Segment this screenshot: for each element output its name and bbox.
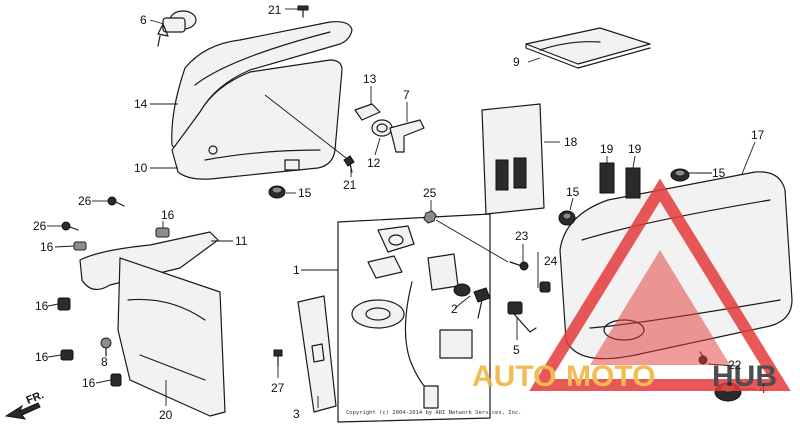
callout-27: 27	[271, 381, 285, 395]
callout-20: 20	[159, 408, 173, 422]
callout-8: 8	[101, 355, 108, 369]
callout-21-mid: 21	[343, 178, 357, 192]
watermark-text-moto: MOTO	[566, 360, 655, 393]
callout-25: 25	[423, 186, 437, 200]
callout-19-left: 19	[600, 142, 614, 156]
callout-16-left: 16	[40, 240, 54, 254]
callout-23: 23	[515, 229, 529, 243]
callout-15-right: 15	[712, 166, 726, 180]
callout-17: 17	[751, 128, 765, 142]
part-2-key	[473, 287, 491, 319]
callout-7: 7	[403, 88, 410, 102]
part-21-screw-top	[297, 5, 309, 18]
part-16-grommet-d	[60, 349, 74, 361]
part-13-grommet	[354, 103, 381, 121]
callout-19-right: 19	[628, 142, 642, 156]
part-26-bolt-a	[107, 196, 125, 207]
callout-12: 12	[367, 156, 381, 170]
watermark-logo: AUTO MOTO HUB	[472, 178, 791, 393]
callout-16-mid: 16	[35, 299, 49, 313]
part-8-bushing	[100, 337, 112, 357]
callout-13: 13	[363, 72, 377, 86]
part-3-cover-plate	[297, 295, 337, 413]
part-26-bolt-b	[61, 221, 79, 231]
callout-16-bottom: 16	[82, 376, 96, 390]
part-12-collar	[371, 119, 393, 137]
callout-3: 3	[293, 407, 300, 421]
callout-1: 1	[293, 263, 300, 277]
callout-11: 11	[235, 234, 248, 248]
part-21-screw-lower	[343, 155, 355, 173]
watermark-triangle-inner	[590, 250, 730, 365]
part-16-grommet-b	[73, 241, 87, 251]
part-9-owners-manual	[525, 27, 651, 69]
part-5-key	[507, 301, 537, 333]
front-direction-label: FR.	[25, 389, 46, 407]
part-16-grommet-a	[155, 227, 170, 238]
part-18-label-set	[481, 103, 545, 215]
front-arrow-icon	[4, 402, 41, 420]
callout-10: 10	[134, 161, 148, 175]
part-15-grommet-left	[268, 185, 286, 199]
part-16-grommet-c	[57, 297, 71, 311]
callout-16-top: 16	[161, 208, 175, 222]
callout-18: 18	[564, 135, 578, 149]
part-27-screw	[273, 349, 283, 367]
callout-26-top: 26	[78, 194, 92, 208]
copyright-text: Copyright (c) 2004-2014 by ARI Network S…	[346, 410, 522, 416]
watermark-text-hub: HUB	[712, 360, 777, 393]
callout-15-mid: 15	[566, 185, 580, 199]
part-6-key-cylinder	[157, 10, 197, 47]
callout-14: 14	[134, 97, 148, 111]
callout-6: 6	[140, 13, 147, 27]
part-14-left-cover	[171, 21, 353, 148]
part-24-clip	[539, 281, 551, 293]
watermark-text-auto: AUTO	[472, 360, 556, 393]
callout-9: 9	[513, 55, 520, 69]
callout-24: 24	[544, 254, 558, 268]
callout-21-top: 21	[268, 3, 282, 17]
callout-26-mid: 26	[33, 219, 47, 233]
part-1-lock-set-box	[337, 213, 491, 423]
callout-labels: 6 21 14 10 13 7 12 21 15 26 26 16 16 11 …	[33, 3, 766, 422]
part-15-grommet-right	[670, 168, 690, 182]
part-7-clip	[389, 119, 425, 153]
callout-5: 5	[513, 343, 520, 357]
front-direction-indicator: FR.	[4, 389, 46, 420]
callout-16-lower: 16	[35, 350, 49, 364]
part-11-bracket	[79, 231, 219, 291]
callout-22: 22	[728, 358, 742, 372]
part-25-nut	[423, 210, 437, 224]
part-20-inner-tray	[117, 257, 226, 417]
callout-15-left: 15	[298, 186, 312, 200]
part-15-grommet-mid	[558, 210, 576, 226]
watermark-triangle-outer	[529, 178, 791, 391]
part-16-grommet-e	[110, 373, 122, 387]
callout-2: 2	[451, 302, 458, 316]
part-23-bolt	[509, 261, 529, 271]
